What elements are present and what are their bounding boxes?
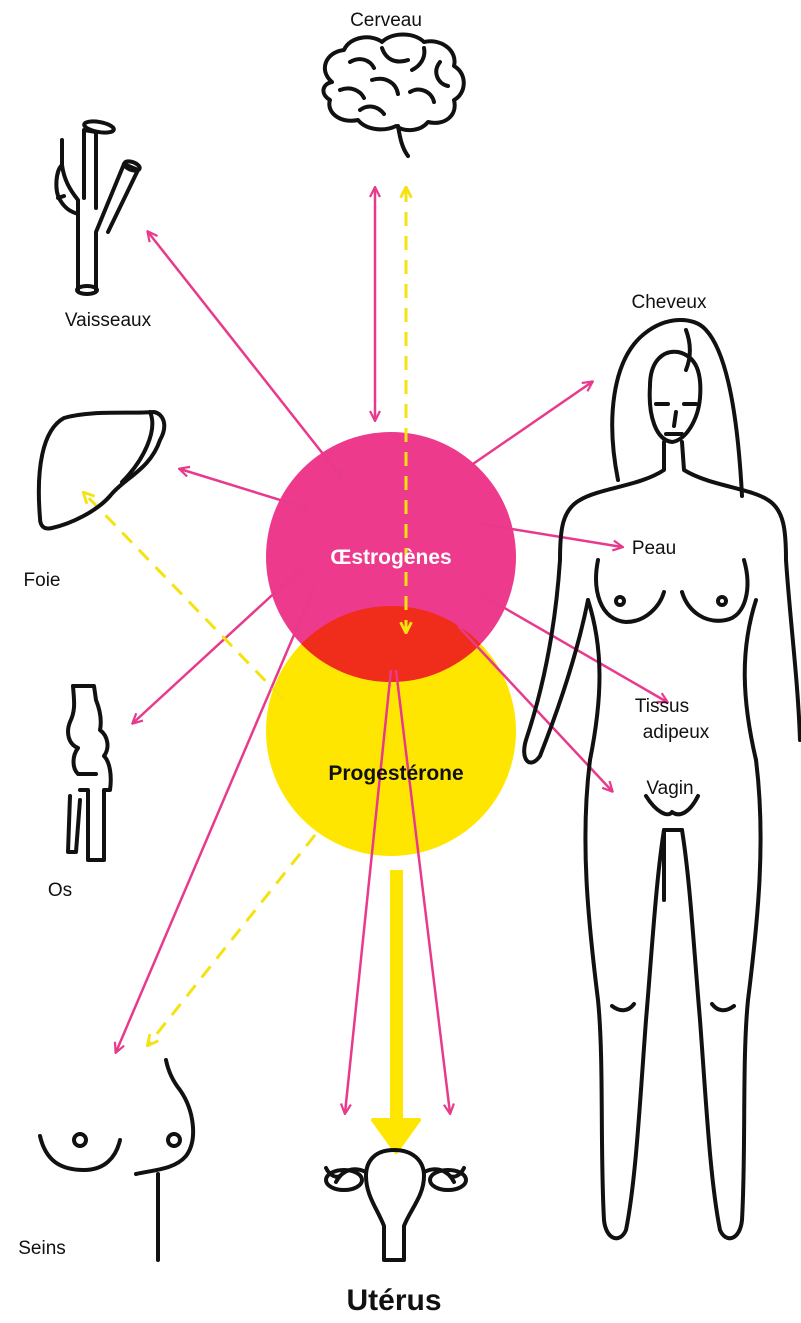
arrow-breasts-progesterone <box>148 835 315 1045</box>
vessels-icon <box>56 119 141 294</box>
breasts-icon <box>40 1060 193 1260</box>
liver-icon <box>39 412 164 529</box>
fat-label-line1: Tissus <box>635 696 689 717</box>
bones-label: Os <box>48 880 72 901</box>
arrow-uterus-progesterone-head <box>373 1120 419 1152</box>
brain-label: Cerveau <box>350 10 422 31</box>
arrow-hair <box>470 382 592 466</box>
vessels-label: Vaisseaux <box>65 310 152 331</box>
bone-icon <box>68 686 111 860</box>
hair-label: Cheveux <box>632 292 707 313</box>
brain-icon <box>323 35 463 157</box>
estrogen-label: Œstrogènes <box>330 546 451 569</box>
liver-label: Foie <box>24 570 61 591</box>
skin-label: Peau <box>632 538 676 559</box>
breasts-label: Seins <box>18 1238 66 1259</box>
uterus-title: Utérus <box>346 1284 441 1317</box>
progesterone-label: Progestérone <box>328 762 463 785</box>
arrow-uterus-progesterone-shaft <box>390 870 403 1120</box>
fat-label-line2: adipeux <box>643 722 710 743</box>
vagina-label: Vagin <box>646 778 693 799</box>
uterus-icon <box>326 1150 466 1260</box>
arrow-vessels <box>148 232 342 478</box>
arrow-breasts-estrogen <box>116 588 314 1052</box>
arrow-liver-progesterone <box>84 493 282 698</box>
